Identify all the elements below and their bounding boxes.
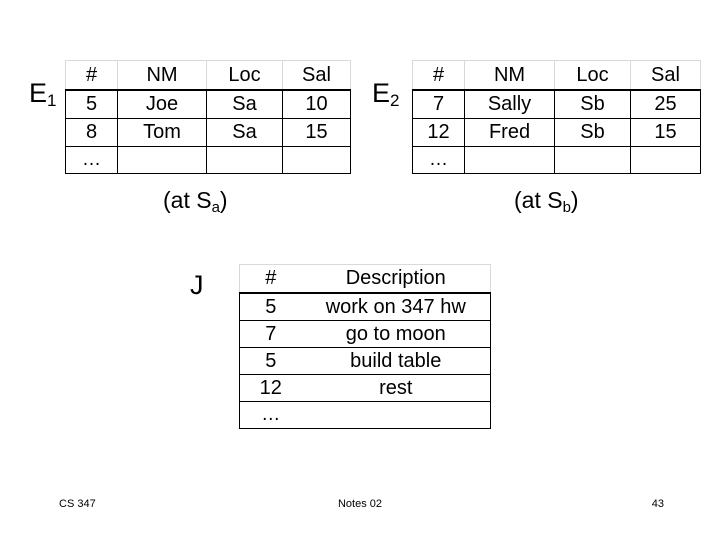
table-e1-r0-num: 5	[65, 89, 118, 119]
table-e1-col-nm: NM	[117, 60, 207, 91]
table-j-r1-description: go to moon	[301, 320, 491, 348]
table-e2-r0-loc: Sb	[554, 89, 631, 119]
site-caption-e2-prefix: (at S	[514, 187, 563, 213]
site-caption-e2-subscript: b	[562, 199, 571, 216]
table-e1-r1-sal: 15	[282, 118, 351, 147]
table-e2: # NM Loc Sal 7 Sally Sb 25 12 Fred Sb 15…	[412, 60, 701, 174]
site-caption-e1-subscript: a	[211, 199, 220, 216]
table-e2-r0-num: 7	[412, 89, 465, 119]
table-j-r1-num: 7	[239, 320, 302, 348]
table-e1-r0-loc: Sa	[206, 89, 283, 119]
site-caption-e2-suffix: )	[570, 187, 579, 213]
relation-label-e2-main: E	[372, 78, 391, 108]
table-row-ellipsis: …	[65, 146, 351, 174]
table-e1-col-num: #	[65, 60, 118, 91]
table-e2-r1-loc: Sb	[554, 118, 631, 147]
table-e2-r1-nm: Fred	[464, 118, 555, 147]
table-j-r3-num: 12	[239, 374, 302, 402]
table-e2-col-nm: NM	[464, 60, 555, 91]
table-e1-ellipsis-pad-2	[206, 146, 283, 174]
table-e1-r0-nm: Joe	[117, 89, 207, 119]
site-caption-e1-suffix: )	[219, 187, 228, 213]
table-j-col-num: #	[239, 264, 302, 294]
table-e2-r1-num: 12	[412, 118, 465, 147]
table-e2-col-sal: Sal	[630, 60, 701, 91]
table-e2-r0-sal: 25	[630, 89, 701, 119]
table-e2-ellipsis-pad-3	[630, 146, 701, 174]
table-j-r2-description: build table	[301, 347, 491, 375]
site-caption-e1-prefix: (at S	[163, 187, 212, 213]
table-j-r2-num: 5	[239, 347, 302, 375]
table-j-ellipsis-pad	[301, 401, 491, 429]
table-row: 12 rest	[239, 374, 491, 402]
table-e2-r1-sal: 15	[630, 118, 701, 147]
site-caption-e1: (at Sa)	[163, 187, 228, 216]
table-row: 5 build table	[239, 347, 491, 375]
table-e1-r0-sal: 10	[282, 89, 351, 119]
table-row: 7 Sally Sb 25	[412, 89, 701, 119]
table-row: 5 Joe Sa 10	[65, 89, 351, 119]
footer-notes: Notes 02	[337, 498, 383, 510]
table-e1-ellipsis-pad-1	[117, 146, 207, 174]
footer-course: CS 347	[59, 498, 96, 510]
table-e2-col-num: #	[412, 60, 465, 91]
table-e1-r1-loc: Sa	[206, 118, 283, 147]
table-j-col-description: Description	[301, 264, 491, 294]
table-e2-ellipsis-pad-1	[464, 146, 555, 174]
table-j-header-row: # Description	[239, 264, 491, 294]
table-row: 7 go to moon	[239, 320, 491, 348]
relation-label-e1-subscript: 1	[47, 91, 57, 110]
relation-label-j: J	[190, 272, 204, 299]
relation-label-j-main: J	[190, 270, 204, 300]
table-e2-r0-nm: Sally	[464, 89, 555, 119]
table-j-r0-num: 5	[239, 292, 302, 321]
table-row: 8 Tom Sa 15	[65, 118, 351, 147]
relation-label-e2: E2	[372, 78, 400, 110]
table-e2-ellipsis: …	[412, 146, 465, 174]
table-e1-col-loc: Loc	[206, 60, 283, 91]
table-row-ellipsis: …	[412, 146, 701, 174]
table-e1: # NM Loc Sal 5 Joe Sa 10 8 Tom Sa 15 …	[65, 60, 351, 174]
table-j-r3-description: rest	[301, 374, 491, 402]
relation-label-e1-main: E	[29, 78, 48, 108]
table-e1-ellipsis: …	[65, 146, 118, 174]
table-e2-col-loc: Loc	[554, 60, 631, 91]
table-j-ellipsis: …	[239, 401, 302, 429]
table-e1-ellipsis-pad-3	[282, 146, 351, 174]
table-row: 12 Fred Sb 15	[412, 118, 701, 147]
table-e1-col-sal: Sal	[282, 60, 351, 91]
relation-label-e2-subscript: 2	[390, 91, 400, 110]
table-e2-header-row: # NM Loc Sal	[412, 60, 701, 91]
relation-label-e1: E1	[29, 78, 57, 110]
site-caption-e2: (at Sb)	[514, 187, 579, 216]
slide-footer: CS 347 Notes 02 43	[0, 498, 720, 514]
table-e2-ellipsis-pad-2	[554, 146, 631, 174]
table-row-ellipsis: …	[239, 401, 491, 429]
table-e1-r1-num: 8	[65, 118, 118, 147]
table-row: 5 work on 347 hw	[239, 292, 491, 321]
table-e1-r1-nm: Tom	[117, 118, 207, 147]
footer-page-number: 43	[651, 498, 664, 510]
table-j-r0-description: work on 347 hw	[301, 292, 491, 321]
table-e1-header-row: # NM Loc Sal	[65, 60, 351, 91]
table-j: # Description 5 work on 347 hw 7 go to m…	[239, 264, 491, 429]
